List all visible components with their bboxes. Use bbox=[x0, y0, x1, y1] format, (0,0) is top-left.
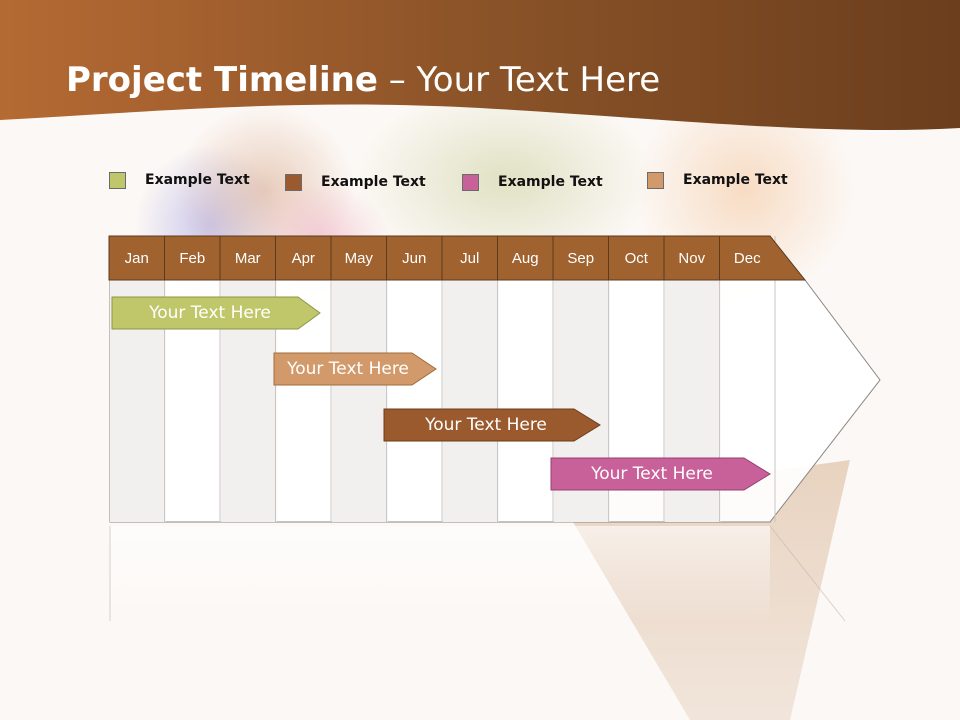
legend-item: Example Text bbox=[109, 170, 250, 190]
month-label: Aug bbox=[511, 250, 539, 267]
month-label: Dec bbox=[733, 250, 761, 267]
timeline-bar bbox=[383, 408, 601, 442]
legend-label: Example Text bbox=[145, 172, 250, 188]
timeline-bar-label: Your Text Here bbox=[425, 415, 547, 435]
timeline-bar-label: Your Text Here bbox=[149, 303, 271, 323]
legend-swatch bbox=[647, 171, 664, 189]
month-label: Mar bbox=[234, 250, 261, 267]
title-bold: Project Timeline bbox=[66, 60, 378, 100]
legend-label: Example Text bbox=[321, 174, 426, 190]
legend-swatch bbox=[285, 173, 302, 191]
legend-label: Example Text bbox=[498, 174, 603, 190]
month-label: May bbox=[344, 250, 373, 267]
month-column-stripe bbox=[443, 280, 499, 522]
month-label: Oct bbox=[624, 250, 648, 267]
timeline-bar bbox=[111, 296, 321, 330]
month-label: Jun bbox=[402, 250, 427, 267]
timeline-bar bbox=[273, 352, 437, 386]
legend-label: Example Text bbox=[683, 172, 788, 188]
timeline-bar-label: Your Text Here bbox=[287, 359, 409, 379]
title-rest: – Your Text Here bbox=[377, 60, 661, 100]
page-title: Project Timeline – Your Text Here bbox=[66, 60, 660, 100]
month-label: Jul bbox=[460, 250, 480, 267]
month-label: Apr bbox=[291, 250, 315, 267]
month-column-stripe bbox=[332, 280, 388, 522]
timeline-bar-label: Your Text Here bbox=[591, 464, 713, 484]
legend-item: Example Text bbox=[647, 170, 788, 190]
month-label: Nov bbox=[678, 250, 706, 267]
timeline-header bbox=[108, 235, 807, 281]
legend-item: Example Text bbox=[462, 172, 603, 192]
month-label: Feb bbox=[179, 250, 206, 267]
month-label: Sep bbox=[567, 250, 595, 267]
legend-swatch bbox=[109, 171, 126, 189]
month-label: Jan bbox=[124, 250, 149, 267]
legend-item: Example Text bbox=[285, 172, 426, 192]
legend-swatch bbox=[462, 173, 479, 191]
timeline-bar bbox=[550, 457, 771, 491]
